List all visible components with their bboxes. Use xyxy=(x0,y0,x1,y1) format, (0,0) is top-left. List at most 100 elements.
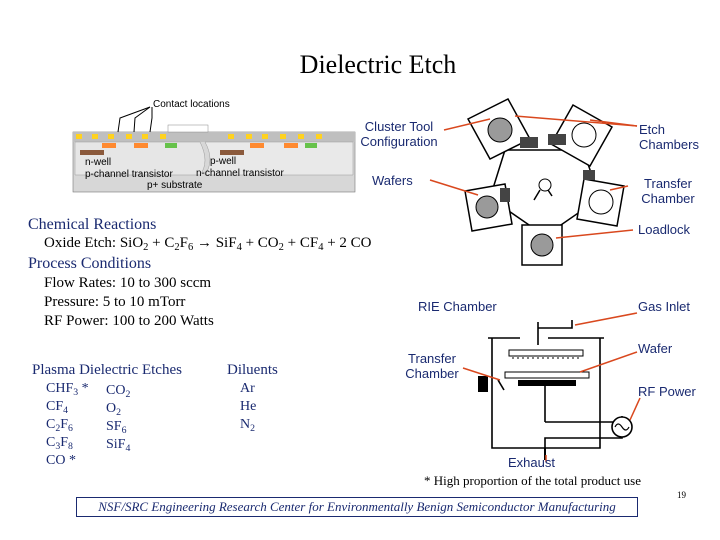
formula-sub: 2 xyxy=(125,389,131,400)
formula: He xyxy=(240,399,257,414)
list-item: SiF4 xyxy=(106,436,130,454)
top-electrode xyxy=(508,349,584,357)
exhaust-label: Exhaust xyxy=(508,455,555,470)
formula-sub: 3 xyxy=(73,387,79,398)
formula-sub: 6 xyxy=(68,423,73,434)
formula: F xyxy=(60,435,69,450)
list-item: SF6 xyxy=(106,418,130,436)
pressure-text: Pressure: 5 to 10 mTorr xyxy=(44,294,186,310)
list-item: CO2 xyxy=(106,382,130,400)
eq-part: F xyxy=(179,235,188,251)
diluents-column: Ar He N2 xyxy=(240,380,256,434)
oxide-etch-equation: Oxide Etch: SiO2 + C2F6 → SiF4 + CO2 + C… xyxy=(44,234,371,253)
device-cross-section xyxy=(72,124,356,193)
page-title: Dielectric Etch xyxy=(299,50,457,79)
list-item: Ar xyxy=(240,380,256,398)
rf-power-text: RF Power: 100 to 200 Watts xyxy=(44,313,214,329)
list-item: O2 xyxy=(106,400,130,418)
rie-chamber-diagram xyxy=(478,320,633,460)
wafer-disk xyxy=(571,122,597,148)
formula: SF xyxy=(106,419,122,434)
formula: C xyxy=(46,435,56,450)
formula-sub: 2 xyxy=(55,423,61,434)
list-item: He xyxy=(240,398,256,416)
cluster-pointer-lines xyxy=(429,115,638,239)
formula-sub: 4 xyxy=(125,443,131,454)
loadlock-label: Loadlock xyxy=(638,222,691,237)
formula-sub: 4 xyxy=(63,405,69,416)
formula-sub: 2 xyxy=(250,423,256,434)
n-well-label: n-well xyxy=(85,157,112,168)
wafer-label: Wafer xyxy=(638,341,673,356)
etch-chambers-label: Etch Chambers xyxy=(639,122,699,152)
n-channel-label: n-channel transistor xyxy=(196,168,284,179)
rie-pointer-lines xyxy=(462,312,641,462)
eq-part: + 2 CO xyxy=(323,235,372,251)
contact-pointer-lines xyxy=(117,106,153,133)
formula-sub: 8 xyxy=(68,441,73,452)
wafer-disk xyxy=(538,178,552,192)
formula: SiF xyxy=(106,437,126,452)
plasma-column-1: CHF3 * CF4 C2F6 C3F8 CO * xyxy=(46,380,89,470)
formula: CHF xyxy=(46,381,74,396)
process-conditions-heading: Process Conditions xyxy=(28,255,152,272)
formula-sub: 2 xyxy=(116,407,122,418)
list-item: CO * xyxy=(46,452,89,470)
gas-inlet-label: Gas Inlet xyxy=(638,299,691,314)
eq-part: → SiF xyxy=(193,235,237,251)
cluster-wafers xyxy=(475,117,614,257)
eq-sub: 2 xyxy=(174,242,180,253)
rie-transfer-line1: Transfer xyxy=(408,351,456,366)
flow-rates-text: Flow Rates: 10 to 300 sccm xyxy=(44,275,212,291)
eq-part: + C xyxy=(148,235,175,251)
etch-chambers-line1: Etch xyxy=(639,122,666,137)
formula: F xyxy=(60,417,69,432)
eq-sub: 2 xyxy=(278,242,284,253)
cluster-tool-title-line1: Cluster Tool xyxy=(364,119,434,134)
wafers-label: Wafers xyxy=(372,173,413,188)
list-item: C3F8 xyxy=(46,434,89,452)
eq-sub: 4 xyxy=(318,242,324,253)
formula: CO * xyxy=(46,453,76,468)
p-well-label: p-well xyxy=(210,156,237,167)
formula: N xyxy=(240,417,251,432)
formula: CF xyxy=(46,399,64,414)
formula: Ar xyxy=(240,381,255,396)
formula: O xyxy=(106,401,117,416)
formula: C xyxy=(46,417,56,432)
rie-transfer-chamber-label: Transfer Chamber xyxy=(400,351,464,381)
transfer-chamber-line1: Transfer xyxy=(644,176,692,191)
transfer-chamber-label: Transfer Chamber xyxy=(636,176,700,206)
list-item: C2F6 xyxy=(46,416,89,434)
eq-part: Oxide Etch: SiO xyxy=(44,235,144,251)
chemical-reactions-heading: Chemical Reactions xyxy=(28,216,157,233)
eq-part: + CF xyxy=(283,235,319,251)
eq-sub: 4 xyxy=(236,242,242,253)
eq-sub: 2 xyxy=(143,242,149,253)
footer-banner: NSF/SRC Engineering Research Center for … xyxy=(76,497,638,517)
footnote: * High proportion of the total product u… xyxy=(424,473,641,488)
rie-chamber-label: RIE Chamber xyxy=(418,299,497,314)
page-number: 19 xyxy=(677,490,686,500)
wafer-on-chuck xyxy=(504,371,590,379)
wafer-disk xyxy=(588,189,614,215)
wafer-disk xyxy=(487,117,513,143)
wafer-disk xyxy=(530,233,554,257)
cluster-tool-title-line2: Configuration xyxy=(360,134,438,149)
formula-sub: 6 xyxy=(121,425,127,436)
cluster-tool-title: Cluster Tool Configuration xyxy=(357,119,441,149)
rie-transfer-line2: Chamber xyxy=(405,366,459,381)
plasma-column-2: CO2 O2 SF6 SiF4 xyxy=(106,382,130,454)
formula-mark: * xyxy=(78,381,89,396)
list-item: CHF3 * xyxy=(46,380,89,398)
contact-locations-label: Contact locations xyxy=(153,99,230,110)
wafer-disk xyxy=(475,195,499,219)
diluents-heading: Diluents xyxy=(227,362,278,378)
substrate-label: p+ substrate xyxy=(147,180,203,191)
rf-power-label: RF Power xyxy=(638,384,696,399)
list-item: CF4 xyxy=(46,398,89,416)
formula-sub: 3 xyxy=(55,441,61,452)
chuck xyxy=(518,380,576,386)
transfer-chamber-line2: Chamber xyxy=(641,191,695,206)
